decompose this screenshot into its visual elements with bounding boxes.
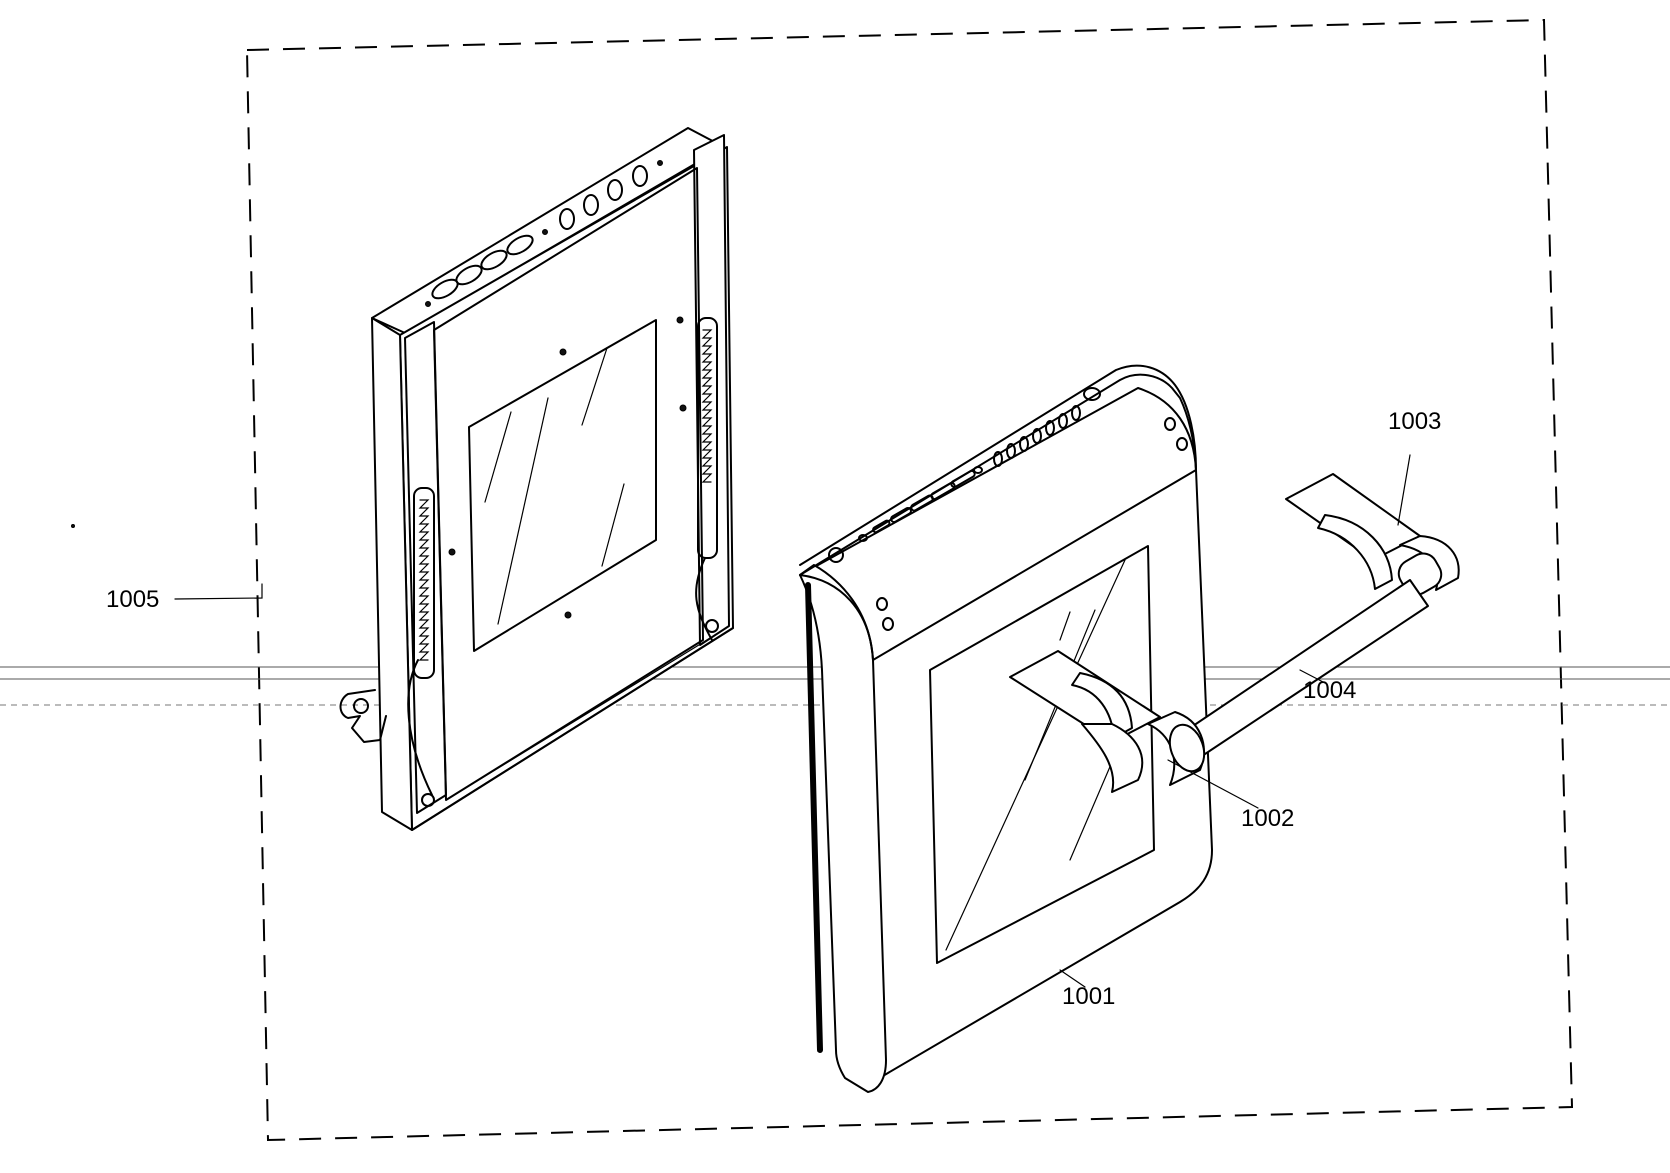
door-handle [1009,473,1460,793]
label-1005: 1005 [106,586,159,613]
inner-door-panel [339,127,734,831]
label-1003: 1003 [1388,408,1441,435]
leader-lines [174,454,1411,988]
dashed-boundary [245,18,1574,1142]
label-1002: 1002 [1241,805,1294,832]
label-1004: 1004 [1303,677,1356,704]
label-1001: 1001 [1062,983,1115,1010]
outer-door-1001 [799,364,1213,1093]
